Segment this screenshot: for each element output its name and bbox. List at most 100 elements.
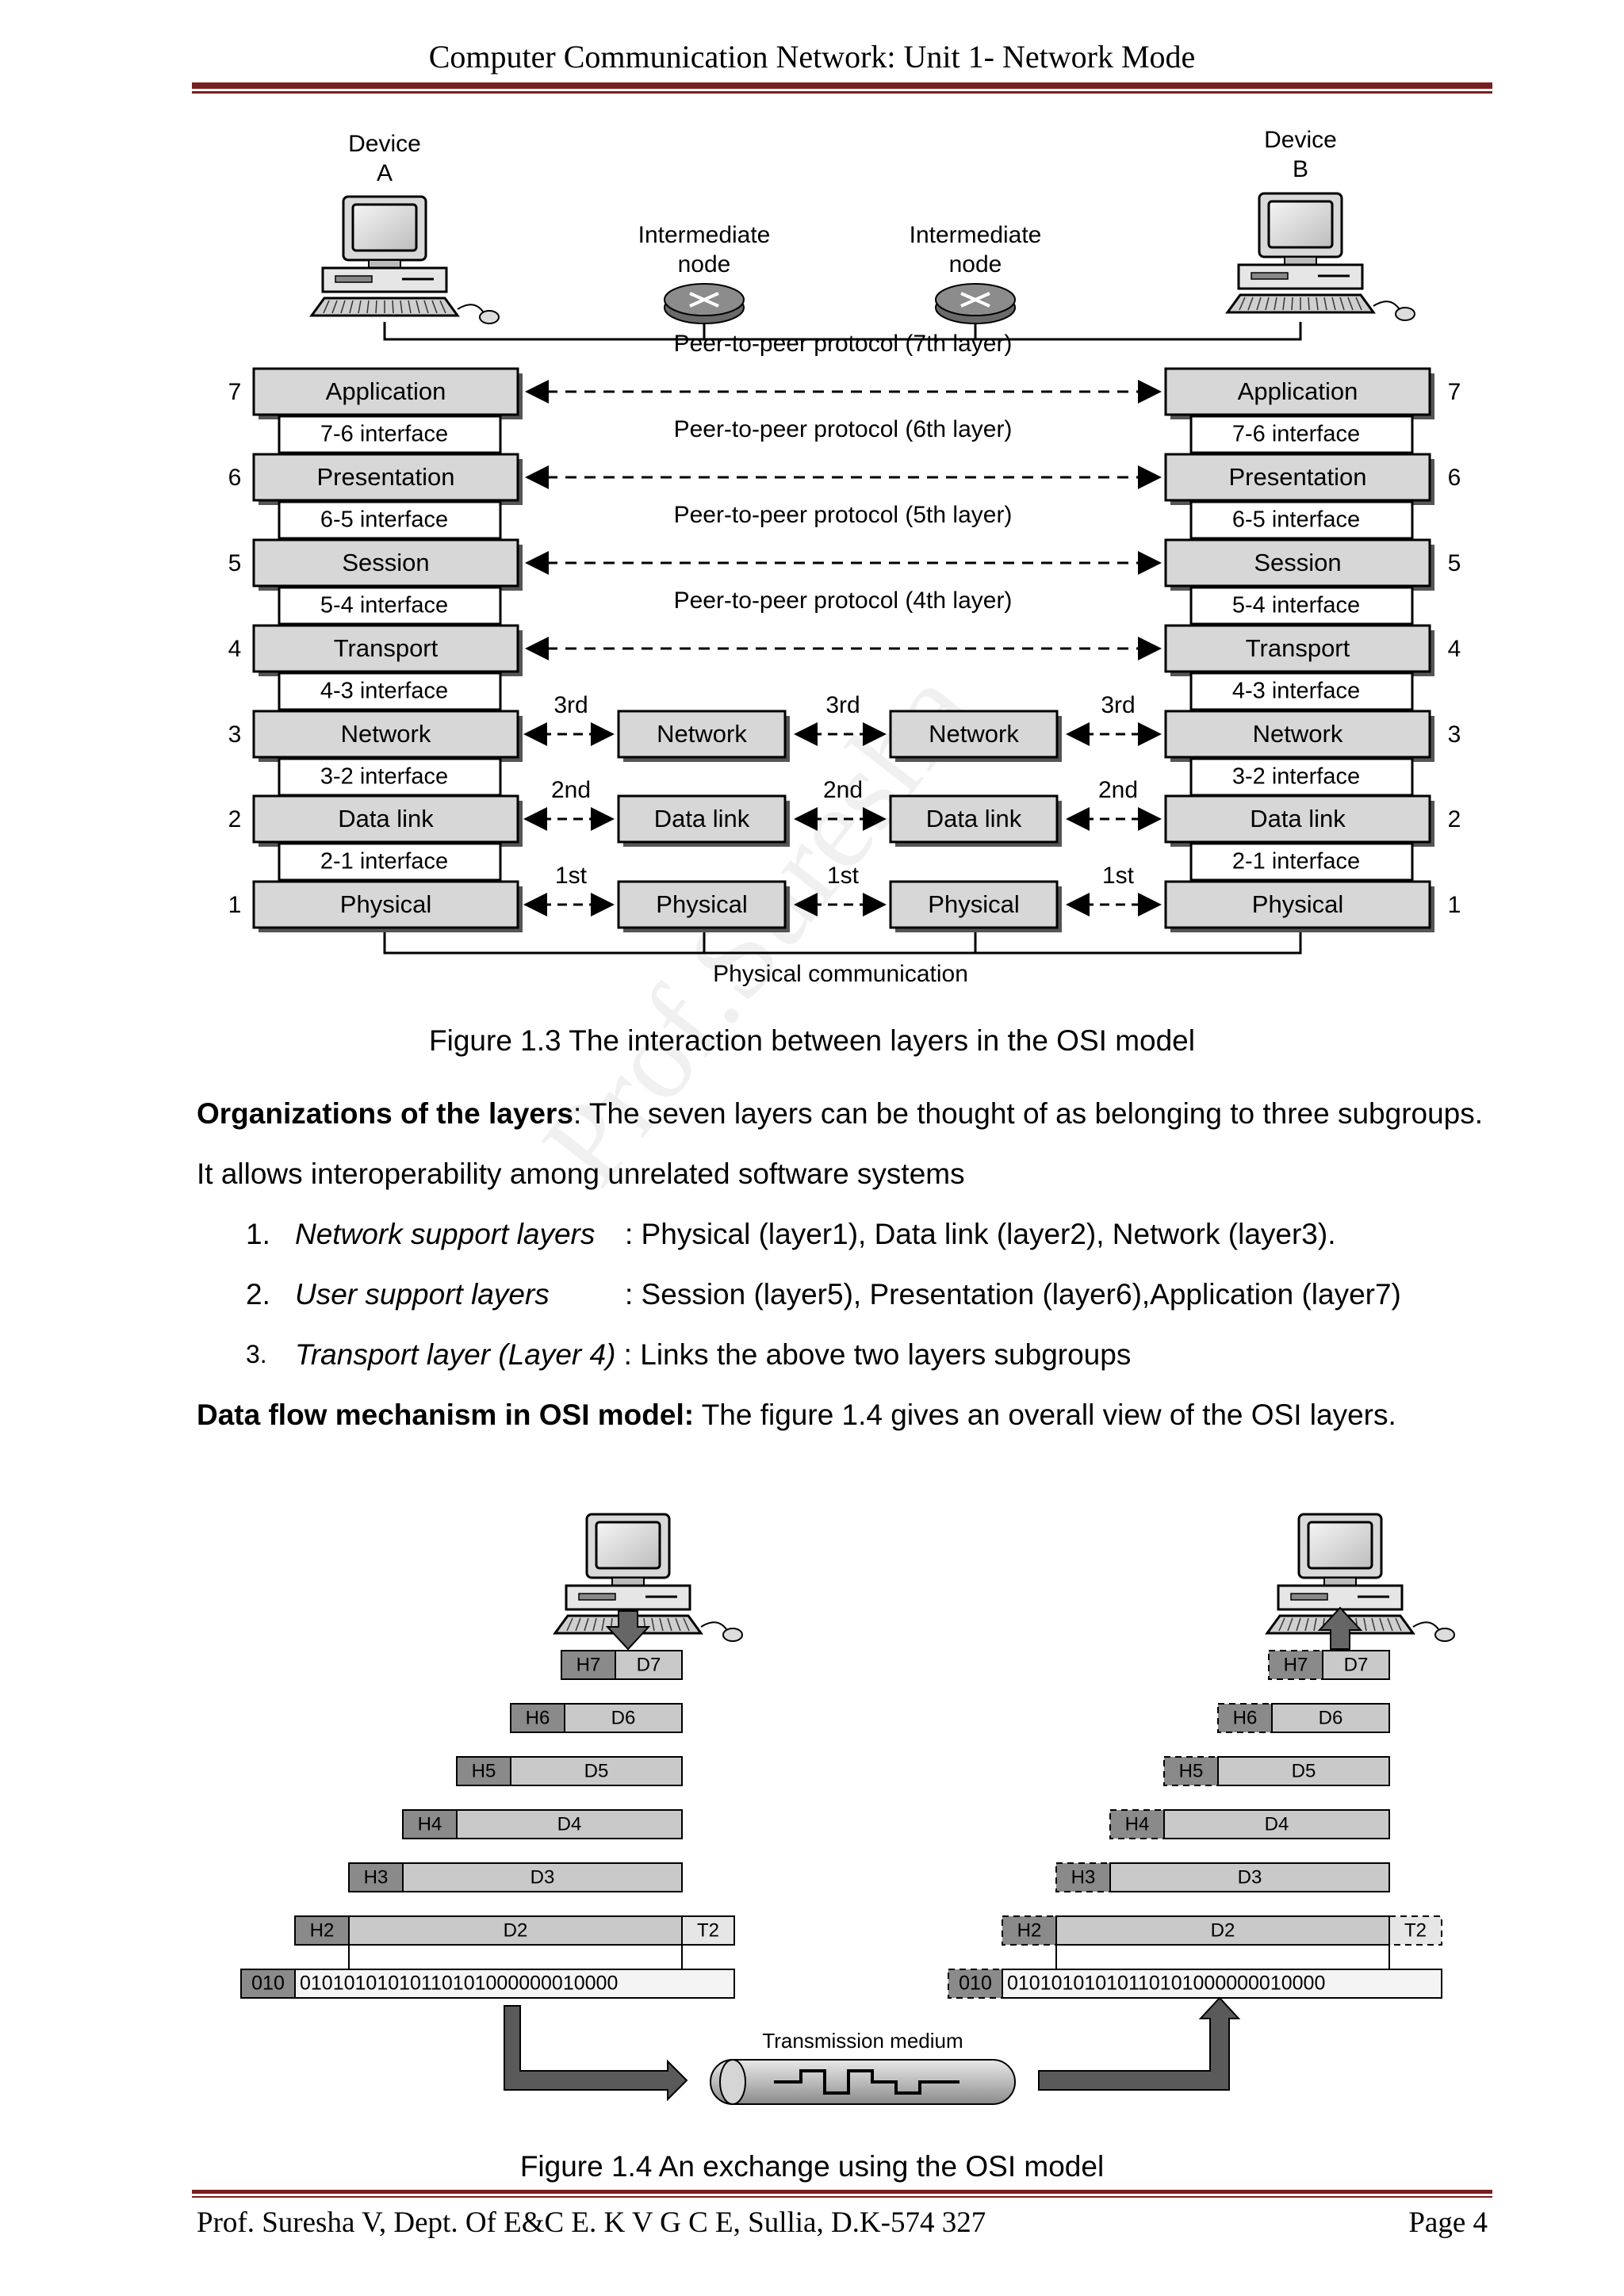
footer-rule-thin <box>192 2196 1492 2198</box>
device-b-presentation-layer: Presentation <box>1164 453 1434 505</box>
send-bit-prefix: 010 <box>251 1973 285 1995</box>
interface-box <box>278 586 502 626</box>
device-b-transport-layer-label: Transport <box>1246 634 1350 662</box>
keyboard-key-line <box>439 300 446 314</box>
keyboard-key-line <box>1308 297 1310 311</box>
transmission-tube <box>710 2059 1016 2105</box>
device-a-application-layer-label: Application <box>326 377 446 405</box>
keyboard-key-line <box>1331 297 1336 311</box>
interface-right <box>1189 415 1414 454</box>
keyboard-key-line <box>1287 1617 1293 1632</box>
interface-left <box>278 586 502 626</box>
interface-box <box>1189 586 1414 626</box>
keyboard-key-line <box>1296 1617 1301 1632</box>
interface-box <box>1189 672 1414 711</box>
keyboard-key-line <box>667 1617 672 1632</box>
recv-bits-box <box>1002 1969 1442 1999</box>
list-item-2-term: User support layers <box>295 1278 550 1311</box>
send-header-h2 <box>294 1915 350 1946</box>
node-2-data-link-box: Data link <box>889 794 1062 847</box>
interface-box <box>1189 842 1414 882</box>
interface-right <box>1189 672 1414 711</box>
organizations-label: Organizations of the layers <box>197 1097 573 1130</box>
recv-data-d5 <box>1217 1756 1390 1786</box>
device-b-physical-layer: Physical <box>1164 880 1434 932</box>
receive-transmit-arrow-icon <box>1038 1996 1241 2091</box>
keyboard-key-line <box>1323 297 1327 311</box>
recv-data-label: D6 <box>1319 1707 1343 1728</box>
device-a-physical-layer-label: Physical <box>340 890 431 918</box>
keyboard-key-line <box>566 1617 573 1632</box>
device-b-transport-layer: Transport <box>1164 624 1434 676</box>
keyboard-key-line <box>651 1617 655 1632</box>
node-1-network-box: Network <box>617 710 790 762</box>
box-face <box>617 710 787 759</box>
recv-header-label: H2 <box>1017 1919 1042 1941</box>
intermediate-node-2-sub: node <box>949 251 1002 277</box>
layer-number-right: 7 <box>1448 379 1461 405</box>
list-item-3-number: 3. <box>246 1340 267 1368</box>
send-header-h6 <box>510 1703 565 1733</box>
footer-author: Prof. Suresha V, Dept. Of E&C E. K V G C… <box>197 2206 986 2239</box>
device-a-computer <box>309 195 500 324</box>
keyboard-key-line <box>1274 297 1277 311</box>
router-cross <box>689 292 719 308</box>
peer-protocol-label: Peer-to-peer protocol (5th layer) <box>674 502 1013 528</box>
device-b-network-layer: Network <box>1164 710 1434 762</box>
layer-number-left: 5 <box>228 550 242 576</box>
node-1-physical-box: Physical <box>617 880 790 932</box>
box-face <box>252 624 519 673</box>
send-header-h4 <box>402 1809 458 1839</box>
box-face <box>252 880 519 929</box>
keyboard-key-line <box>575 1617 581 1632</box>
send-data-label: D5 <box>584 1760 609 1781</box>
interface-box <box>278 672 502 711</box>
box-face <box>889 880 1059 929</box>
interface-left-label: 2-1 interface <box>320 849 448 874</box>
mouse-cord <box>700 1621 729 1632</box>
interface-left <box>278 672 502 711</box>
send-data-d7 <box>615 1650 683 1680</box>
device-b-data-link-layer: Data link <box>1164 794 1434 847</box>
hop-label: 1st <box>1102 863 1135 889</box>
node-2-data-link-box-label: Data link <box>926 805 1022 832</box>
router-icon <box>935 283 1016 324</box>
device-a-presentation-layer: Presentation <box>252 453 523 505</box>
recv-header-label: H4 <box>1125 1813 1150 1835</box>
send-data-label: D2 <box>504 1919 528 1941</box>
hop-label: 3rd <box>825 692 860 718</box>
drive-slot <box>1251 272 1289 280</box>
device-a-presentation-layer-label: Presentation <box>316 463 454 491</box>
node-1-network-box-label: Network <box>657 720 747 748</box>
layer-number-right: 6 <box>1448 465 1461 491</box>
hop-label: 1st <box>827 863 860 889</box>
box-face <box>252 710 519 759</box>
keyboard-key-line <box>375 300 377 314</box>
box-face <box>617 794 787 844</box>
peer-protocol-label: Peer-to-peer protocol (4th layer) <box>674 587 1013 614</box>
hop-label: 1st <box>555 863 588 889</box>
send-header-h3 <box>348 1862 404 1892</box>
recv-header-h4 <box>1109 1809 1165 1839</box>
keyboard-key-line <box>400 300 403 314</box>
send-data-label: D3 <box>530 1866 555 1888</box>
send-bits: 01010101010110101000000010000 <box>300 1973 618 1995</box>
send-header-label: H5 <box>472 1760 496 1781</box>
layer-number-left: 3 <box>228 721 242 748</box>
box-face <box>617 880 787 929</box>
footer-rule-thick <box>192 2190 1492 2194</box>
intermediate-node-2-label: Intermediate <box>910 222 1042 248</box>
node-1-physical-box-label: Physical <box>656 890 747 918</box>
page-header-title: Computer Communication Network: Unit 1- … <box>428 39 1196 75</box>
layer-number-right: 5 <box>1448 550 1461 576</box>
intermediate-node-1-label: Intermediate <box>638 222 771 248</box>
send-data-d6 <box>564 1703 683 1733</box>
recv-data-label: D4 <box>1265 1813 1289 1835</box>
keyboard-key-line <box>1265 297 1270 311</box>
mouse-cord <box>457 304 485 315</box>
keyboard-key-line <box>1239 297 1246 311</box>
device-a-application-layer: Application <box>252 367 523 419</box>
layer-number-right: 3 <box>1448 721 1461 748</box>
interface-left-label: 5-4 interface <box>320 593 448 618</box>
